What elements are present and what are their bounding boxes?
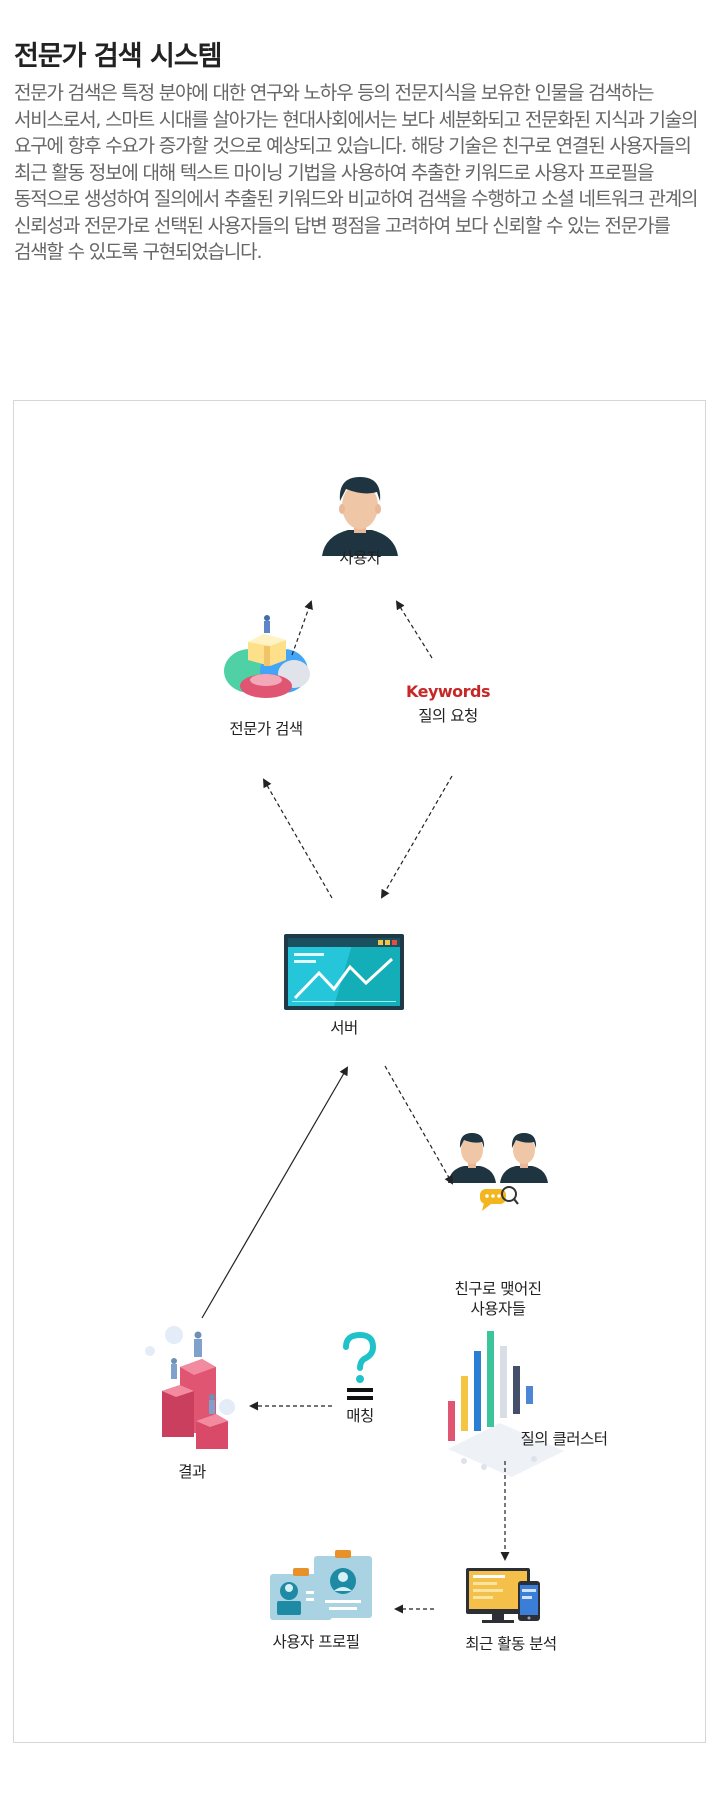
recent-activity-devices-icon bbox=[466, 1568, 540, 1623]
friends-icon bbox=[448, 1133, 548, 1211]
equals-icon bbox=[347, 1388, 373, 1400]
user-icon bbox=[322, 477, 398, 556]
result-podium-icon bbox=[145, 1326, 235, 1449]
question-mark-icon bbox=[343, 1331, 377, 1383]
server-label: 서버 bbox=[330, 1019, 358, 1037]
page-title: 전문가 검색 시스템 bbox=[14, 41, 223, 72]
expert-search-label: 전문가 검색 bbox=[229, 720, 302, 738]
arrow-server-to-expert-search bbox=[263, 778, 333, 899]
query-cluster-chart-icon bbox=[448, 1331, 564, 1477]
arrow-expert-search-to-user bbox=[291, 600, 313, 656]
result-label: 결과 bbox=[178, 1463, 206, 1481]
chat-bubble-icon bbox=[480, 1186, 519, 1211]
expert-search-icon bbox=[224, 615, 310, 698]
system-diagram: 사용자 전문가 검색 Keywords 질의 요청 서버 bbox=[145, 477, 608, 1653]
query-cluster-label: 질의 클러스터 bbox=[521, 1430, 608, 1448]
friends-label-line1: 친구로 맺어진 bbox=[455, 1280, 542, 1298]
matching-label: 매칭 bbox=[346, 1407, 374, 1425]
recent-activity-label: 최근 활동 분석 bbox=[465, 1635, 556, 1653]
friends-label-line2: 사용자들 bbox=[470, 1300, 525, 1318]
keywords-label: Keywords bbox=[406, 682, 490, 701]
user-profile-cards-icon bbox=[270, 1550, 372, 1620]
server-icon bbox=[284, 934, 404, 1010]
user-profile-label: 사용자 프로필 bbox=[273, 1633, 360, 1651]
arrow-server-to-friends bbox=[384, 1065, 453, 1185]
diagram-frame: 사용자 전문가 검색 Keywords 질의 요청 서버 bbox=[13, 400, 706, 1743]
intro-paragraph: 전문가 검색은 특정 분야에 대한 연구와 노하우 등의 전문지식을 보유한 인… bbox=[14, 82, 699, 263]
user-label: 사용자 bbox=[339, 549, 381, 567]
arrow-query-request-to-user bbox=[395, 600, 433, 659]
arrow-result-to-server bbox=[201, 1066, 349, 1319]
query-request-label: 질의 요청 bbox=[418, 707, 477, 725]
arrow-query-request-to-server bbox=[380, 775, 453, 899]
